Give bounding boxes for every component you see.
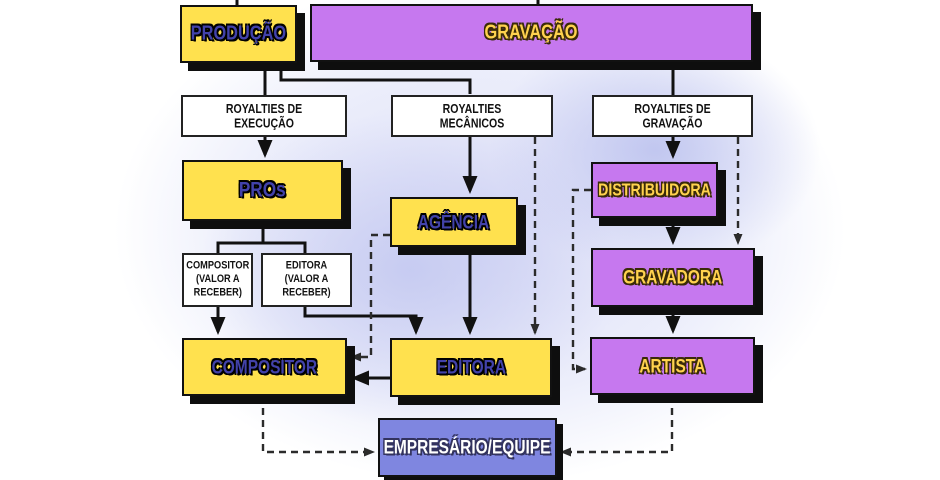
node-empresario: EMPRESÁRIO/EQUIPE bbox=[378, 418, 557, 477]
node-gravadora: GRAVADORA bbox=[591, 248, 755, 307]
node-empresario-label: EMPRESÁRIO/EQUIPE bbox=[384, 436, 551, 458]
node-compositor: COMPOSITOR bbox=[182, 338, 347, 396]
node-pros-label: PROs bbox=[239, 178, 286, 202]
node-compositor-valor-label: COMPOSITOR (VALOR A RECEBER) bbox=[186, 259, 249, 300]
node-compositor-label: COMPOSITOR bbox=[211, 355, 318, 378]
node-editora-valor-label: EDITORA (VALOR A RECEBER) bbox=[282, 259, 331, 300]
edge-distribuidora-artista-dashed bbox=[571, 188, 591, 374]
node-royalties-gravacao: ROYALTIES DE GRAVAÇÃO bbox=[592, 95, 753, 137]
node-royalties-mecanicos-label: ROYALTIES MECÂNICOS bbox=[439, 101, 505, 131]
node-royalties-mecanicos: ROYALTIES MECÂNICOS bbox=[391, 95, 553, 137]
node-compositor-valor: COMPOSITOR (VALOR A RECEBER) bbox=[182, 253, 253, 307]
edge-producao-roymec bbox=[279, 63, 472, 94]
edge-compositor-empresario-dashed bbox=[261, 396, 375, 457]
node-agencia: AGÊNCIA bbox=[390, 197, 518, 247]
node-artista-label: ARTISTA bbox=[639, 354, 706, 377]
node-producao-label: PRODUÇÃO bbox=[190, 22, 287, 45]
node-distribuidora: DISTRIBUIDORA bbox=[591, 162, 718, 218]
edge-editval-editora bbox=[303, 307, 424, 335]
node-gravadora-label: GRAVADORA bbox=[623, 266, 723, 288]
node-editora-label: EDITORA bbox=[436, 356, 506, 378]
node-pros: PROs bbox=[182, 160, 343, 221]
node-royalties-gravacao-label: ROYALTIES DE GRAVAÇÃO bbox=[634, 101, 711, 131]
node-agencia-label: AGÊNCIA bbox=[418, 210, 490, 233]
node-editora: EDITORA bbox=[390, 338, 552, 397]
node-distribuidora-label: DISTRIBUIDORA bbox=[598, 179, 711, 200]
edge-pros-split bbox=[216, 221, 307, 253]
edge-agencia-compositor-dashed bbox=[350, 233, 390, 362]
node-royalties-execucao: ROYALTIES DE EXECUÇÃO bbox=[181, 95, 347, 137]
edge-artista-empresario-dashed bbox=[560, 396, 674, 457]
node-gravacao: GRAVAÇÃO bbox=[310, 4, 753, 62]
node-producao: PRODUÇÃO bbox=[180, 5, 297, 63]
node-editora-valor: EDITORA (VALOR A RECEBER) bbox=[261, 253, 352, 307]
node-gravacao-label: GRAVAÇÃO bbox=[485, 21, 578, 44]
node-royalties-execucao-label: ROYALTIES DE EXECUÇÃO bbox=[225, 101, 303, 131]
node-artista: ARTISTA bbox=[590, 337, 755, 395]
